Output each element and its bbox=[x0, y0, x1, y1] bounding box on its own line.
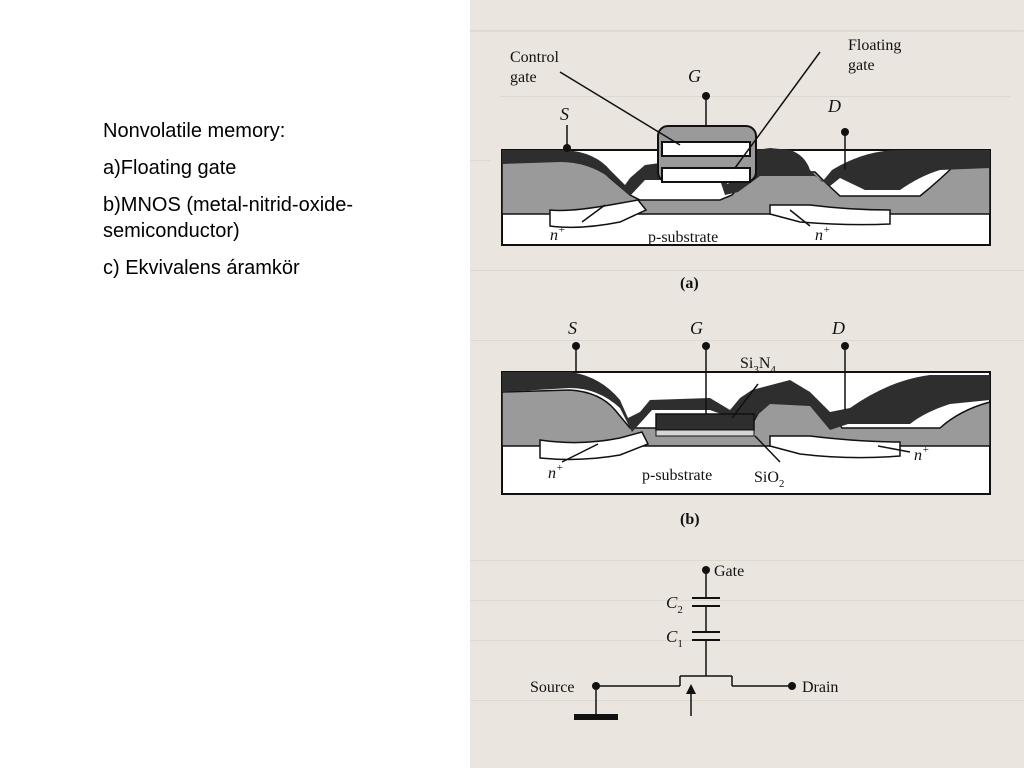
label-gate-c: Gate bbox=[714, 563, 744, 580]
n-region-right-b bbox=[769, 435, 901, 459]
bullet-title: Nonvolatile memory: bbox=[103, 120, 286, 142]
label-n-left-a: n+ bbox=[550, 224, 565, 244]
label-control-gate-line1: Control bbox=[510, 49, 559, 66]
label-floating-gate-line1: Floating bbox=[848, 37, 901, 54]
caption-b: (b) bbox=[680, 511, 700, 528]
label-gate-a: G bbox=[688, 66, 701, 86]
bullet-list: Nonvolatile memory: a)Floating gate b)MN… bbox=[103, 118, 433, 292]
drain-terminal-b bbox=[841, 342, 849, 350]
caption-a: (a) bbox=[680, 275, 699, 292]
floating-gate-plate bbox=[661, 167, 751, 183]
oxide-layer bbox=[655, 429, 755, 437]
label-drain-a: D bbox=[827, 96, 841, 116]
diagram-equivalent-circuit: Gate C2 C1 Source Drain bbox=[530, 563, 838, 720]
label-drain-c: Drain bbox=[802, 679, 838, 696]
label-substrate-a: p-substrate bbox=[648, 229, 718, 246]
gate-terminal-b bbox=[702, 342, 710, 350]
n-region-left-a bbox=[549, 199, 648, 229]
label-control-gate-line2: gate bbox=[510, 69, 537, 86]
source-terminal-a bbox=[563, 144, 571, 152]
substrate-arrow bbox=[686, 684, 696, 694]
label-c1: C1 bbox=[666, 627, 683, 650]
label-n-right-a: n+ bbox=[815, 224, 830, 244]
label-drain-b: D bbox=[831, 318, 845, 338]
ground-bar bbox=[574, 714, 618, 720]
n-region-right-a bbox=[769, 204, 891, 226]
control-gate-plate bbox=[661, 141, 751, 157]
label-gate-b: G bbox=[690, 318, 703, 338]
label-nitride: Si3N4 bbox=[740, 355, 776, 376]
background-text-texture bbox=[470, 30, 1024, 701]
diagram-floating-gate: Control gate Floating gate G S D n+ n+ p… bbox=[501, 37, 991, 292]
label-substrate-b: p-substrate bbox=[642, 467, 712, 484]
label-n-left-b: n+ bbox=[548, 462, 563, 482]
dark-layer-b bbox=[502, 372, 990, 432]
label-oxide: SiO2 bbox=[754, 469, 784, 490]
bullet-equivalent-circuit: c) Ekvivalens áramkör bbox=[103, 257, 300, 279]
drain-node bbox=[788, 682, 796, 690]
nitride-layer bbox=[655, 413, 755, 431]
label-source-c: Source bbox=[530, 679, 574, 696]
source-node bbox=[592, 682, 600, 690]
scanned-figure: Control gate Floating gate G S D n+ n+ p… bbox=[470, 0, 1024, 768]
gate-terminal-a bbox=[702, 92, 710, 100]
bullet-floating-gate: a)Floating gate bbox=[103, 157, 237, 179]
label-n-right-b: n+ bbox=[914, 444, 929, 464]
figure-svg: Control gate Floating gate G S D n+ n+ p… bbox=[470, 30, 1024, 720]
label-c2: C2 bbox=[666, 593, 683, 616]
source-terminal-b bbox=[572, 342, 580, 350]
diagram-mnos: S G D Si3N4 n+ n+ p-substrate SiO2 (b) bbox=[501, 318, 991, 528]
label-source-a: S bbox=[560, 104, 569, 124]
drain-terminal-a bbox=[841, 128, 849, 136]
label-floating-gate-line2: gate bbox=[848, 57, 875, 74]
bullet-mnos: b)MNOS (metal-nitrid-oxide-semiconductor… bbox=[103, 194, 354, 242]
label-source-b: S bbox=[568, 318, 577, 338]
